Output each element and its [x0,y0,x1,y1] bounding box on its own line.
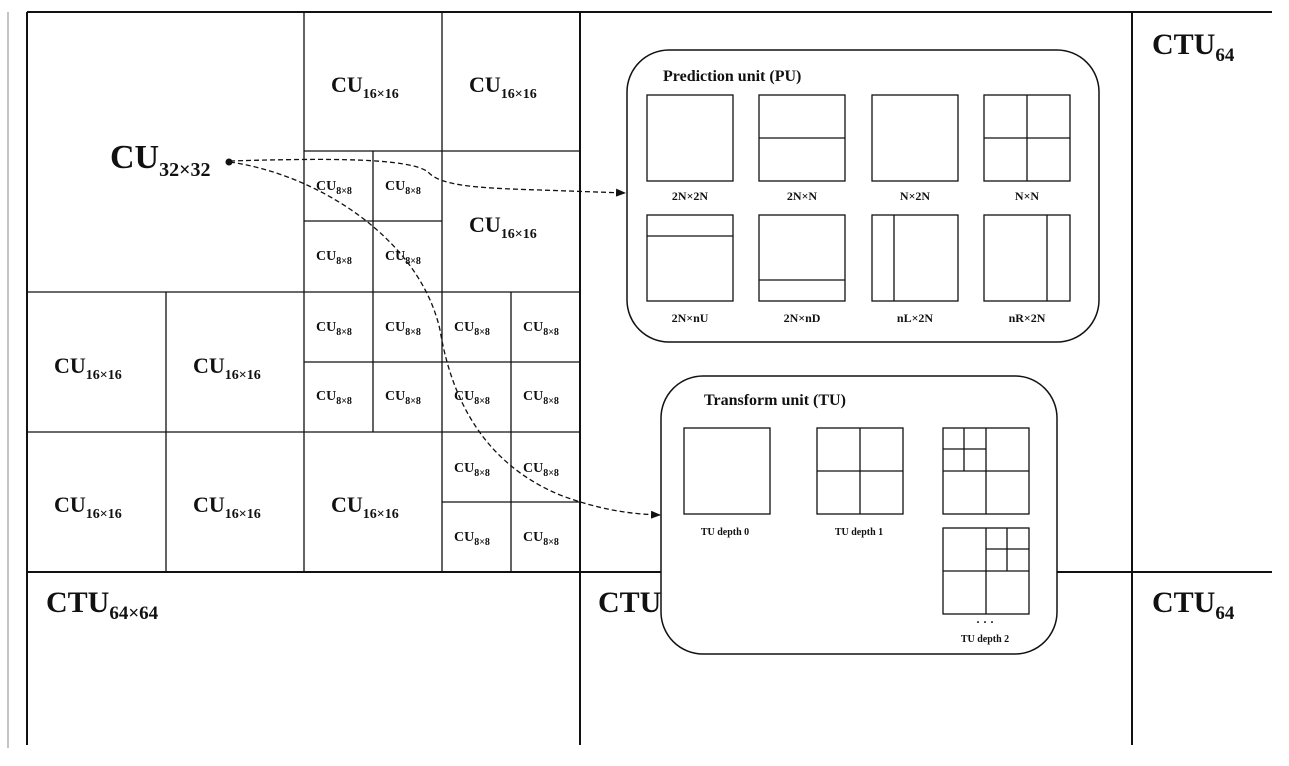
cu-8x8-label: CU8×8 [385,320,421,338]
pu-2Nx2N-shape [646,94,734,182]
cu-8x8-label: CU8×8 [523,389,559,407]
cu-32x32-label: CU32×32 [110,139,211,181]
arrow-to-pu [229,158,626,197]
tu-ellipsis: · · · [976,615,994,629]
cu-16x16-label: CU16×16 [193,353,261,383]
cu-8x8-label: CU8×8 [385,389,421,407]
cu-8x8-label: CU8×8 [316,249,352,267]
pu-caption: nL×2N [897,311,934,325]
pu-caption: nR×2N [1009,311,1046,325]
cu-8x8-label: CU8×8 [454,461,490,479]
cu-partition-lines [27,12,580,572]
pu-caption: N×2N [900,189,931,203]
pu-caption: N×N [1015,189,1040,203]
cu-anchor-dot [225,158,233,166]
pu-caption: 2N×N [787,189,818,203]
cu-8x8-label: CU8×8 [523,530,559,548]
cu-16x16-label: CU16×16 [331,492,399,522]
cu-8x8-label: CU8×8 [316,179,352,197]
pu-nRx2N-shape [983,214,1071,302]
cu-8x8-label: CU8×8 [523,320,559,338]
cu-8x8-label: CU8×8 [454,389,490,407]
cu-8x8-label: CU8×8 [523,461,559,479]
pu-nLx2N-shape [871,214,959,302]
cu-16x16-label: CU16×16 [193,492,261,522]
cu-16x16-label: CU16×16 [469,212,537,242]
cu-labels: CU32×32 CU16×16 CU16×16 CU16×16 CU16×16 … [54,72,559,548]
ctu-labels: CTU64×64 CTU64 CTU CTU64 [46,28,1235,624]
arrow-to-tu [229,161,661,519]
pu-2NxnD-shape [758,214,846,302]
tu-depth2-caption: TU depth 2 [961,634,1009,645]
pu-panel: Prediction unit (PU) 2N×2N 2N×N N×2N N×N… [626,49,1100,343]
pu-caption: 2N×2N [672,189,709,203]
pu-2NxnU-shape [646,214,734,302]
pu-Nx2N-shape [871,94,959,182]
tu-depth1-caption: TU depth 1 [835,527,883,538]
tu-panel-title: Transform unit (TU) [704,392,846,409]
pu-panel-frame [626,49,1100,343]
tu-depth0-shape [683,427,771,515]
ctu-bottom-mid-label: CTU [598,586,661,619]
cu-16x16-label: CU16×16 [331,72,399,102]
ctu-top-right-label: CTU64 [1152,28,1235,66]
cu-16x16-label: CU16×16 [54,492,122,522]
pu-panel-title: Prediction unit (PU) [663,68,801,85]
cu-16x16-label: CU16×16 [469,72,537,102]
cu-8x8-label: CU8×8 [454,320,490,338]
cu-8x8-label: CU8×8 [385,249,421,267]
pu-caption: 2N×nU [672,311,709,325]
cu-8x8-label: CU8×8 [454,530,490,548]
tu-panel: Transform unit (TU) TU depth 0 TU depth … [660,375,1058,655]
ctu-grid [7,11,1272,748]
tu-depth0-caption: TU depth 0 [701,527,749,538]
ctu-bottom-right-label: CTU64 [1152,586,1235,624]
ctu-main-label: CTU64×64 [46,586,159,624]
cu-8x8-label: CU8×8 [385,179,421,197]
arrows [229,158,661,519]
pu-caption: 2N×nD [784,311,821,325]
cu-16x16-label: CU16×16 [54,353,122,383]
cu-8x8-label: CU8×8 [316,389,352,407]
cu-8x8-label: CU8×8 [316,320,352,338]
